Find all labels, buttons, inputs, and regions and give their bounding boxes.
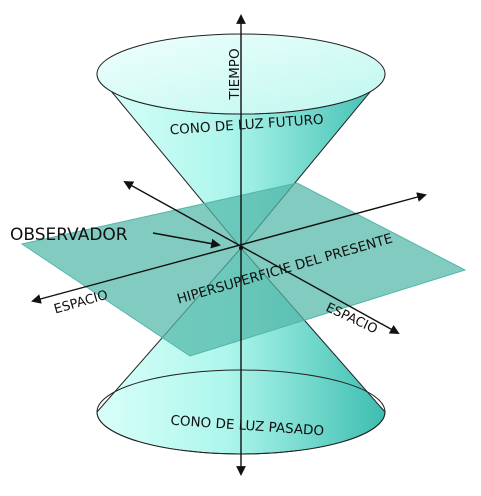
- observer-point: [239, 246, 243, 250]
- observer-pointer-arrow: [152, 232, 221, 249]
- space-axis-left-label: ESPACIO: [52, 288, 109, 318]
- present-hypersurface-plane: [20, 182, 467, 357]
- space-axis-2-arrow: [123, 181, 400, 334]
- time-axis-label: TIEMPO: [227, 48, 243, 100]
- observer-label: OBSERVADOR: [10, 225, 128, 245]
